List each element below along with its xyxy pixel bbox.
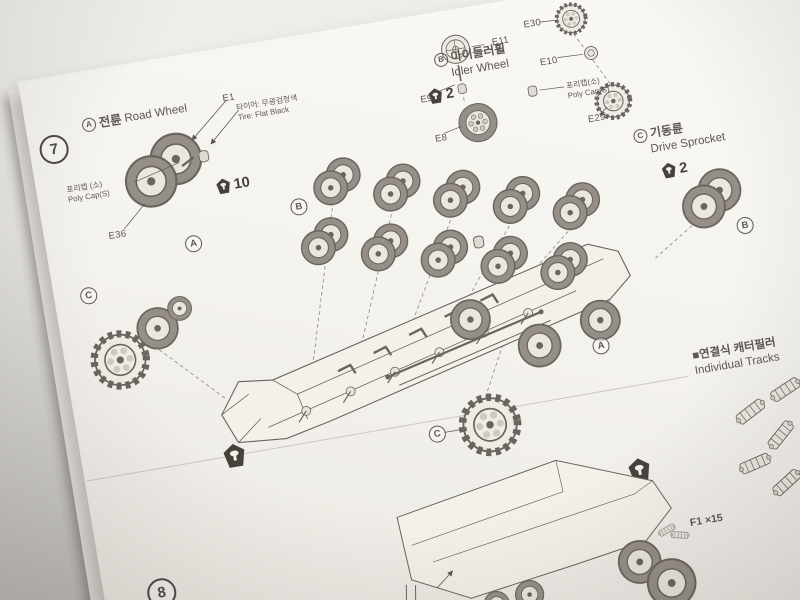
left-sprocket-cluster [86, 294, 194, 390]
callout-a-icon: A [81, 116, 98, 134]
hull-illustration [221, 243, 632, 444]
part-label-e9: E9 [419, 92, 434, 106]
idler-wheel-illustration [429, 32, 565, 146]
track-quantity: ×15 [704, 511, 724, 527]
polycap-badge-icon [215, 177, 232, 195]
callout-c-icon: C [632, 127, 649, 144]
assembly-guide-lines [148, 33, 702, 404]
part-label-f1: F1 [689, 515, 704, 530]
callout-leader [444, 429, 460, 433]
next-step-diagram [396, 459, 701, 600]
part-label-e8: E8 [434, 131, 449, 145]
drive-sprocket-bottom [458, 393, 521, 456]
callout-b-icon: B [433, 51, 450, 68]
part-label-e1: E1 [221, 91, 236, 105]
drive-sprocket-illustration [539, 0, 632, 127]
polycap-part [472, 234, 485, 250]
road-wheel-illustration [121, 99, 239, 230]
sheet-line-art [18, 0, 800, 600]
polycap-badge-icon [661, 161, 677, 179]
roadwheel-quantity: 10 [232, 173, 252, 193]
instruction-sheet: 7 A 전륜 Road Wheel E1 타이어: 무광검정색 Tire: Fl… [18, 0, 800, 600]
polycap-reminder-icon [222, 442, 247, 469]
step-divider-line [86, 376, 688, 482]
